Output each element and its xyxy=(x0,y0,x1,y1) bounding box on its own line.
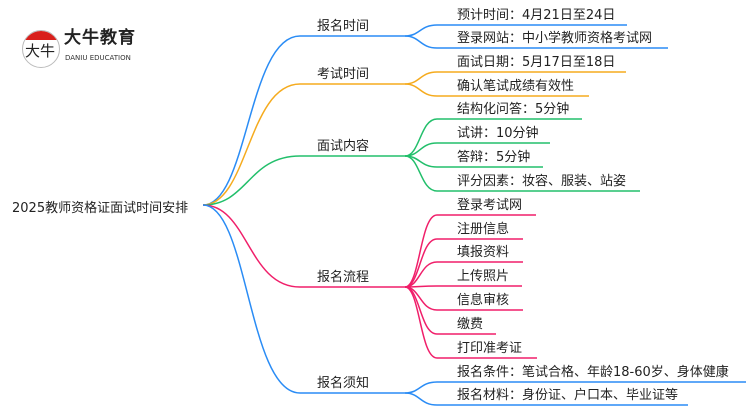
leaf-node: 答辩：5分钟 xyxy=(457,149,530,165)
leaf-node: 登录网站：中小学教师资格考试网 xyxy=(457,30,652,46)
leaf-connector xyxy=(404,214,536,288)
leaf-node: 填报资料 xyxy=(457,245,509,260)
branch-node: 报名时间 xyxy=(317,18,369,34)
leaf-node: 打印准考证 xyxy=(457,341,522,356)
leaf-node: 评分因素：妆容、服装、站姿 xyxy=(457,173,626,189)
branch-connector xyxy=(202,204,405,288)
leaf-node: 结构化问答：5分钟 xyxy=(457,101,569,117)
leaf-connector xyxy=(404,261,523,288)
leaf-connector xyxy=(404,286,537,359)
logo: 大牛 大牛教育 DANIU EDUCATION xyxy=(22,28,162,72)
leaf-node: 缴费 xyxy=(457,317,483,332)
leaf-node: 注册信息 xyxy=(457,221,509,237)
leaf-node: 信息审核 xyxy=(457,292,509,308)
leaf-connector xyxy=(404,285,522,288)
leaf-node: 试讲：10分钟 xyxy=(457,125,539,141)
leaf-node: 面试日期：5月17日至18日 xyxy=(457,55,615,70)
logo-mark: 大牛 xyxy=(22,30,60,68)
logo-mark-text: 大牛 xyxy=(25,42,56,60)
branch-connector xyxy=(202,204,405,394)
branch-connector xyxy=(202,155,405,206)
leaf-connector xyxy=(404,392,688,406)
leaf-node: 上传照片 xyxy=(457,269,509,284)
leaf-connector xyxy=(404,71,626,85)
leaf-node: 登录考试网 xyxy=(457,198,522,213)
leaf-node: 报名条件：笔试合格、年龄18-60岁、身体健康 xyxy=(457,364,729,380)
leaf-node: 确认笔试成绩有效性 xyxy=(457,78,574,94)
branch-connector xyxy=(202,83,405,206)
branch-node: 面试内容 xyxy=(317,138,369,154)
branch-node: 考试时间 xyxy=(317,67,369,82)
leaf-connector xyxy=(404,142,550,157)
branch-node: 报名须知 xyxy=(317,375,369,391)
root-node: 2025教师资格证面试时间安排 xyxy=(12,200,188,216)
logo-subtitle: DANIU EDUCATION xyxy=(65,54,131,62)
leaf-connector xyxy=(404,118,582,157)
branch-node: 报名流程 xyxy=(317,269,369,285)
logo-name: 大牛教育 xyxy=(64,28,136,48)
leaf-connector xyxy=(404,155,640,192)
branch-connector xyxy=(202,35,405,206)
leaf-node: 报名材料：身份证、户口本、毕业证等 xyxy=(457,387,678,403)
leaf-connector xyxy=(404,83,589,97)
leaf-node: 预计时间：4月21日至24日 xyxy=(457,8,615,23)
leaf-connector xyxy=(404,35,668,49)
